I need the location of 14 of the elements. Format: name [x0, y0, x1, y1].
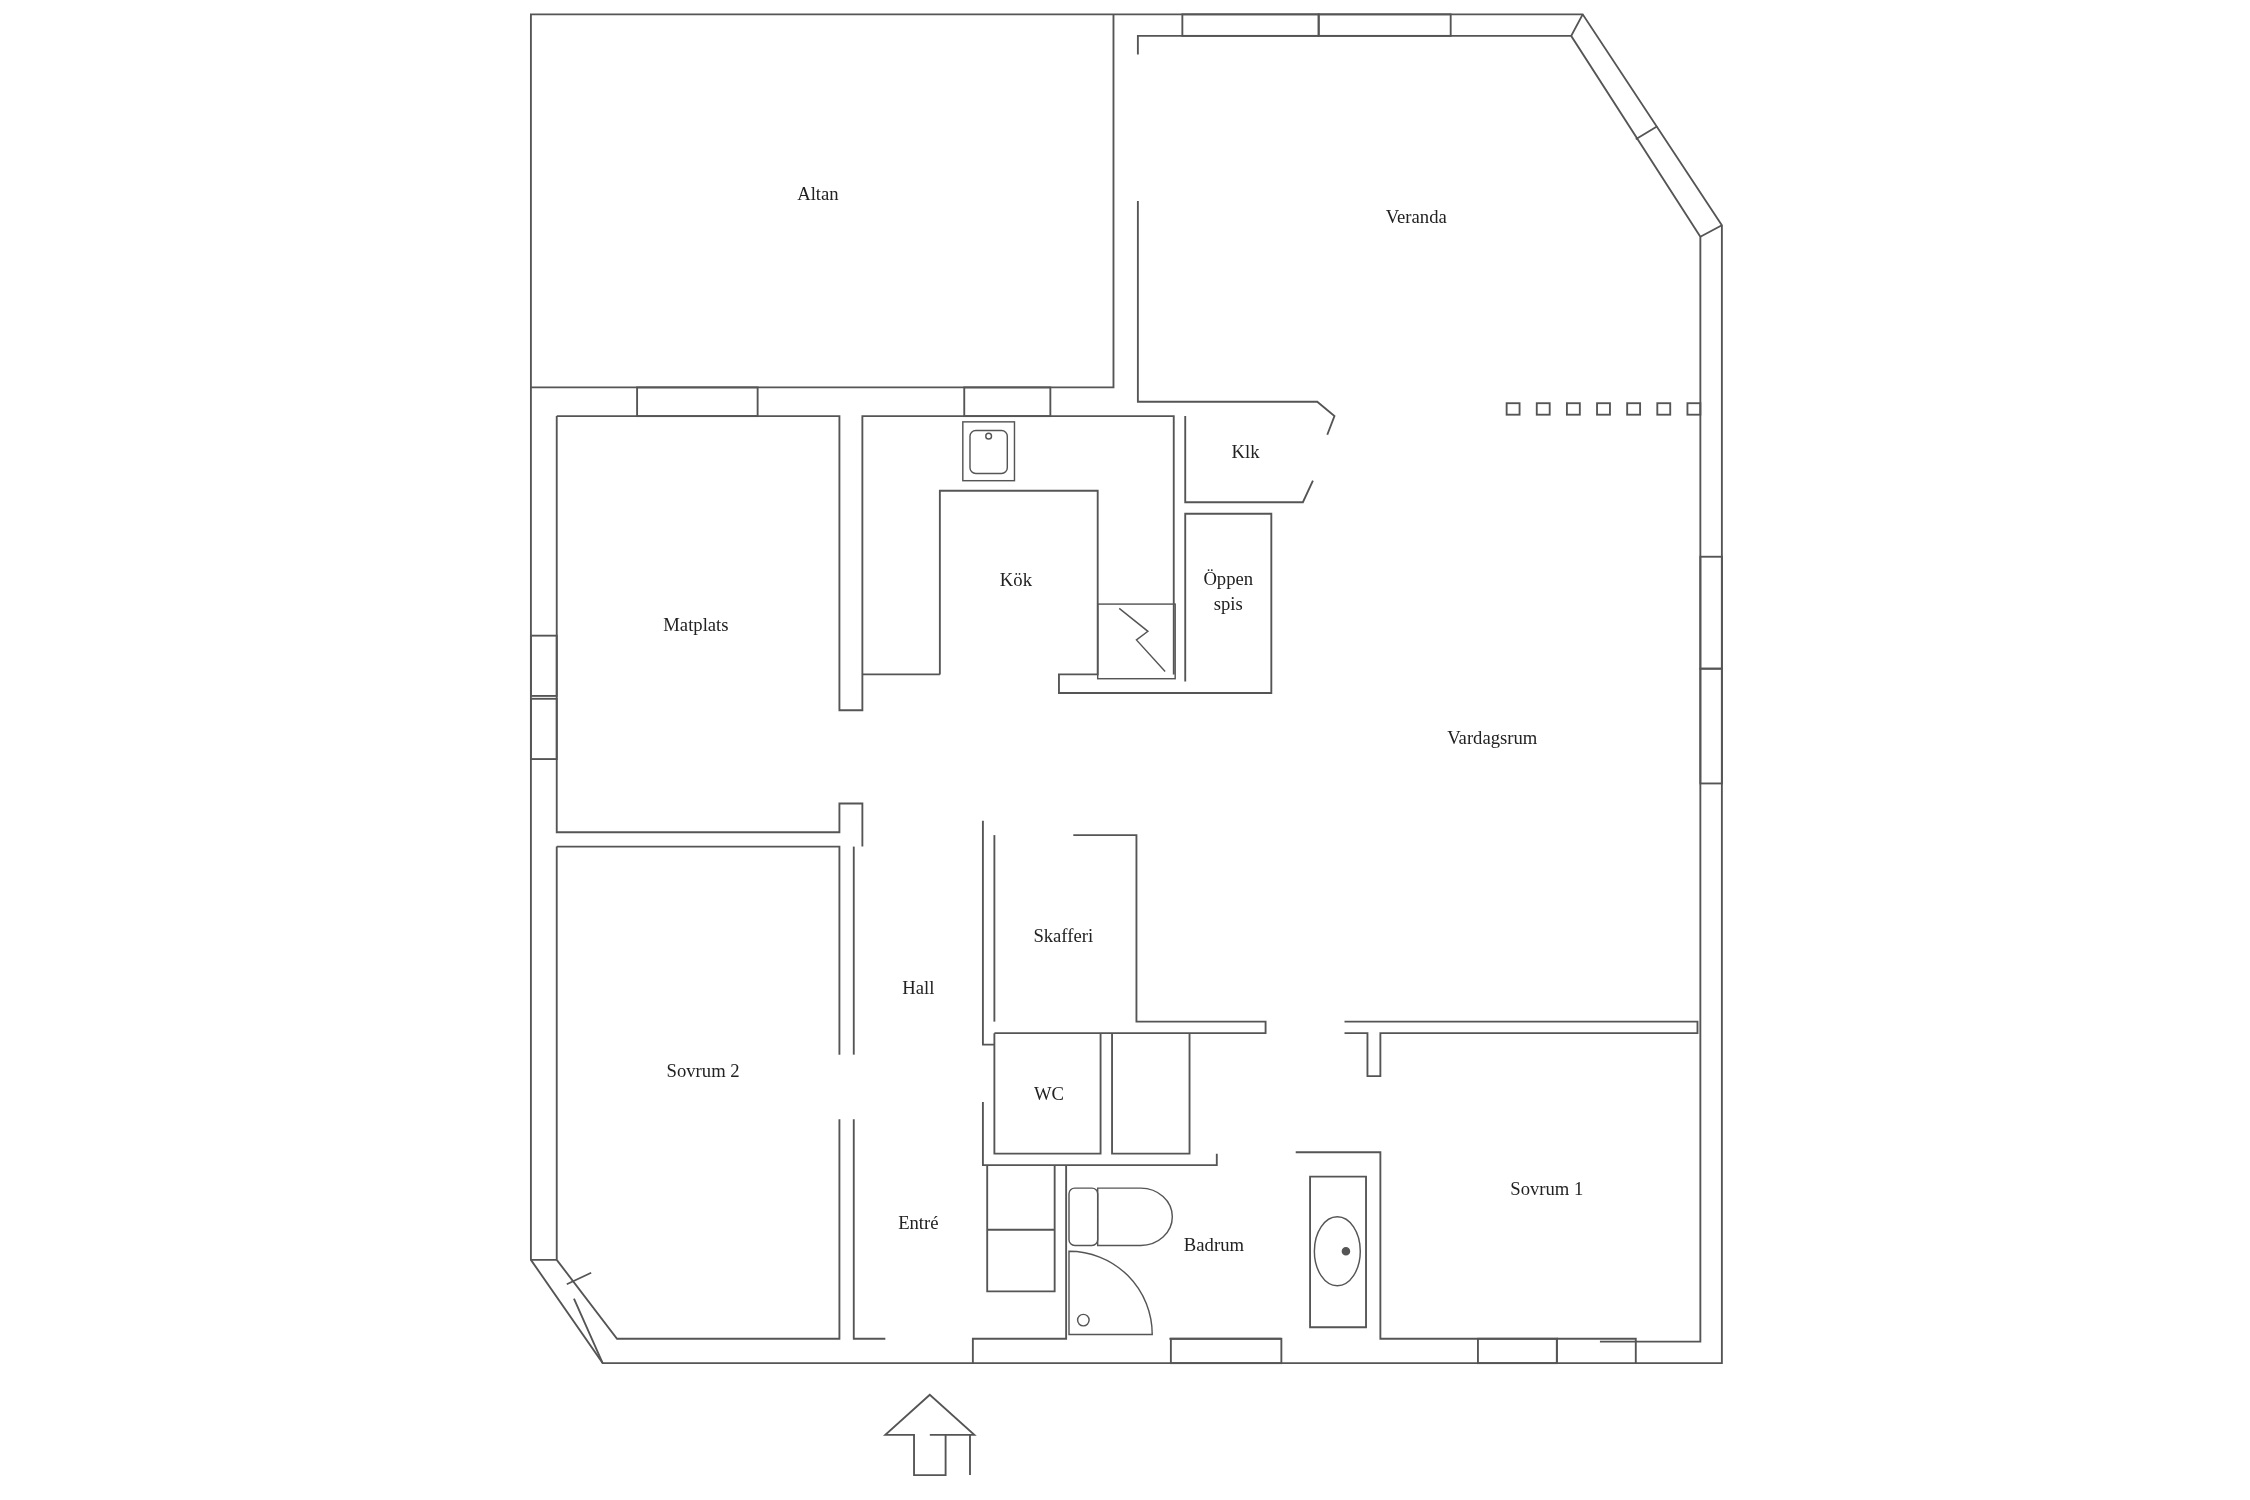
room-label: Sovrum 2 — [666, 1058, 740, 1083]
room-label: Badrum — [1183, 1232, 1244, 1257]
room-label: Skafferi — [1033, 923, 1094, 948]
room-label: Vardagsrum — [1447, 725, 1538, 750]
room-label: Kök — [999, 567, 1032, 592]
room-label: Öppen spis — [1202, 567, 1255, 616]
room-label: Veranda — [1385, 204, 1447, 229]
room-label: WC — [1033, 1081, 1064, 1106]
room-label: Entré — [898, 1210, 939, 1235]
room-label: Hall — [902, 975, 935, 1000]
room-label: Matplats — [663, 612, 729, 637]
room-label: Klk — [1231, 440, 1260, 465]
room-label: Sovrum 1 — [1510, 1176, 1584, 1201]
room-label: Altan — [797, 181, 839, 206]
